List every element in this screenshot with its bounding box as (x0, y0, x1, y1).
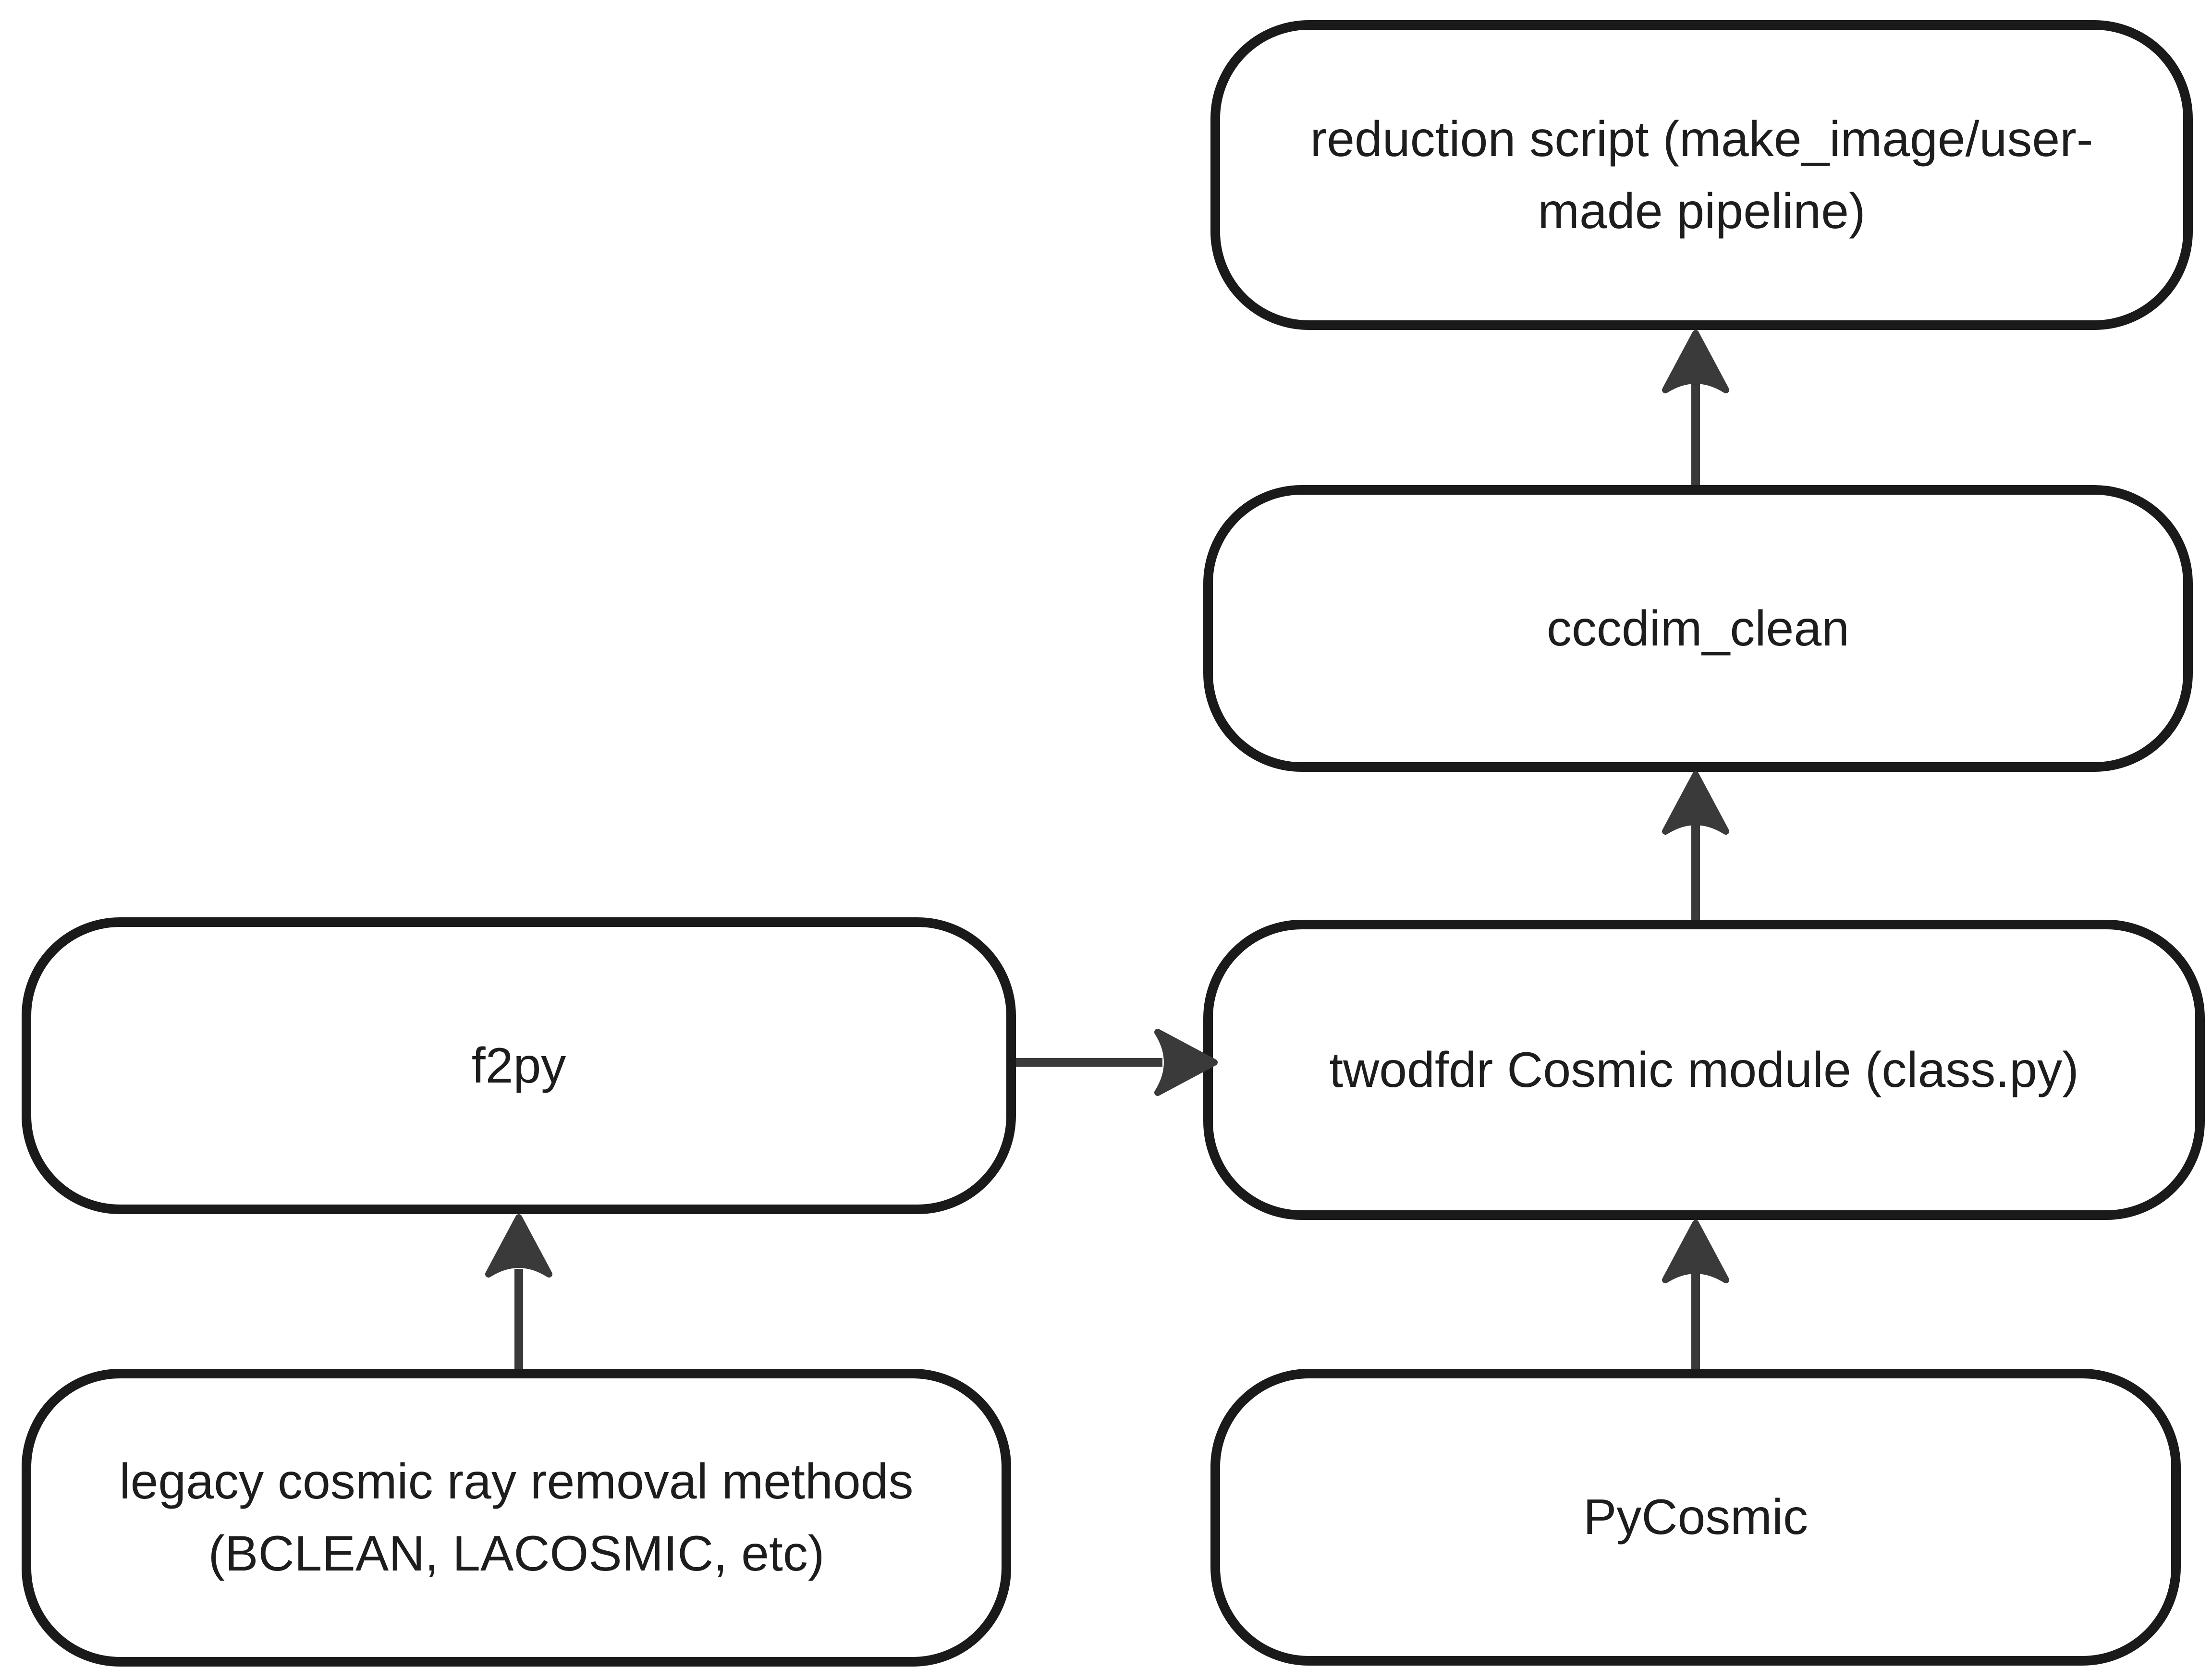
arrow-f2py-to-twodfdr (1016, 1029, 1218, 1096)
node-label: PyCosmic (1583, 1489, 1809, 1545)
node-label: made pipeline) (1538, 183, 1866, 239)
arrow-pycosmic-to-twodfdr (1662, 1220, 1729, 1369)
node-reduction-script: reduction script (make_image/user- made … (1210, 20, 2193, 330)
node-twodfdr-cosmic-module: twodfdr Cosmic module (class.py) (1203, 920, 2205, 1220)
node-label: twodfdr Cosmic module (class.py) (1329, 1042, 2079, 1098)
node-label: reduction script (make_image/user- (1310, 111, 2093, 167)
node-legacy-cosmic-ray-methods: legacy cosmic ray removal methods (BCLEA… (22, 1369, 1011, 1667)
arrow-cccdim-clean-to-reduction-script (1662, 330, 1729, 485)
arrow-legacy-to-f2py (485, 1214, 552, 1369)
arrow-twodfdr-to-cccdim-clean (1662, 771, 1729, 920)
node-label: (BCLEAN, LACOSMIC, etc) (208, 1526, 825, 1582)
node-f2py: f2py (22, 917, 1016, 1214)
node-label: f2py (471, 1038, 566, 1094)
node-cccdim-clean: cccdim_clean (1203, 485, 2193, 772)
node-pycosmic: PyCosmic (1210, 1369, 2181, 1666)
node-label: legacy cosmic ray removal methods (119, 1454, 914, 1510)
node-label: cccdim_clean (1546, 600, 1850, 657)
